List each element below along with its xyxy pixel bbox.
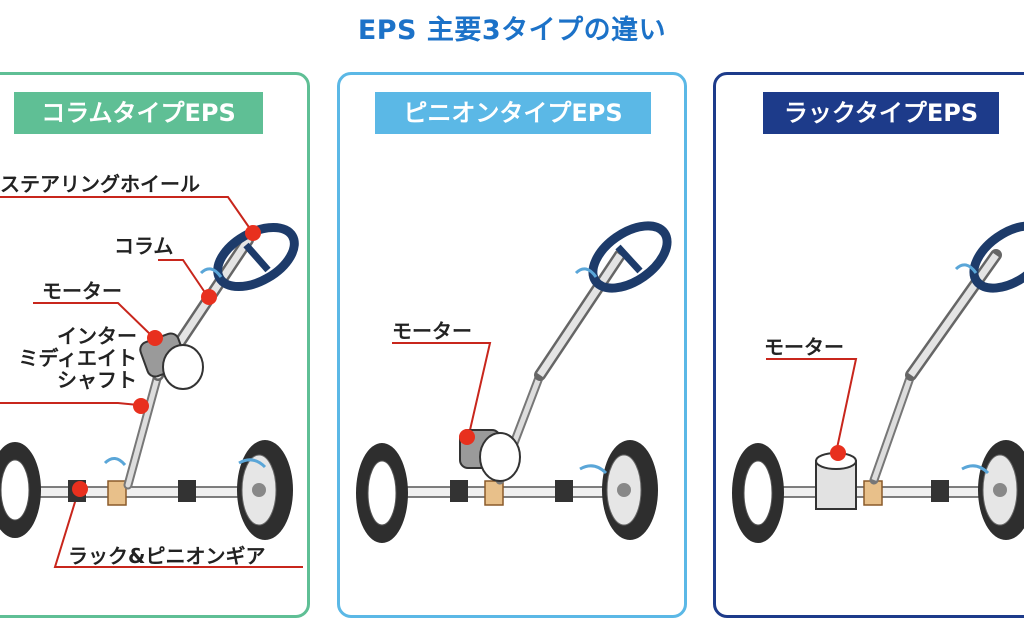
rotation-arrow [103, 457, 127, 467]
rack-bar [2, 486, 274, 498]
steering-wheel [213, 222, 299, 292]
panel-rack-type: ラックタイプEPS モーター [713, 72, 1024, 618]
steering-wheel [588, 221, 672, 293]
leader-intermediate [0, 402, 139, 406]
pinion-type-illustration [356, 221, 672, 543]
badge-rack-type: ラックタイプEPS [763, 92, 999, 134]
point-rack-pinion [72, 481, 88, 497]
steering-wheel [969, 221, 1024, 293]
rotation-arrow [199, 267, 223, 278]
leader-steering-wheel [0, 196, 254, 234]
point-intermediate-shaft [133, 398, 149, 414]
leader-motor [392, 342, 492, 431]
rotation-arrow [574, 267, 598, 278]
point-column [201, 289, 217, 305]
panel-pinion-type: ピニオンタイプEPS モーター [337, 72, 687, 618]
rotation-arrow [961, 464, 990, 475]
point-steering-wheel [245, 225, 261, 241]
pinion-box [107, 480, 127, 506]
label-motor: モーター [764, 335, 844, 359]
panel-column-type: コラムタイプEPS ステアリングホイール コラム モーター インター ミディエイ… [0, 72, 310, 618]
page-title: EPS 主要3タイプの違い [357, 15, 667, 46]
label-motor: モーター [392, 319, 472, 343]
label-rack-pinion-gear: ラック&ピニオンギア [68, 544, 266, 568]
pinion-box [484, 480, 504, 506]
badge-pinion-type: ピニオンタイプEPS [375, 92, 651, 134]
column-type-illustration [0, 196, 303, 568]
label-column: コラム [114, 234, 174, 258]
point-motor [459, 429, 475, 445]
label-intermediate-shaft: インター ミディエイト シャフト [18, 324, 137, 392]
badge-column-type: コラムタイプEPS [14, 92, 263, 134]
rotation-arrow [579, 464, 608, 475]
rotation-arrow [238, 458, 267, 469]
rack-type-illustration [732, 221, 1024, 543]
point-motor [830, 445, 846, 461]
leader-column [158, 259, 209, 298]
rotation-arrow [954, 263, 978, 274]
label-steering-wheel: ステアリングホイール [0, 172, 200, 196]
leader-motor [766, 358, 858, 454]
label-motor: モーター [42, 279, 122, 303]
leader-motor [33, 302, 154, 338]
leader-rack-pinion [53, 488, 303, 568]
pinion-box [863, 480, 883, 506]
rack-motor [815, 452, 857, 510]
tie-rod-boot-right [178, 480, 196, 502]
point-motor [147, 330, 163, 346]
